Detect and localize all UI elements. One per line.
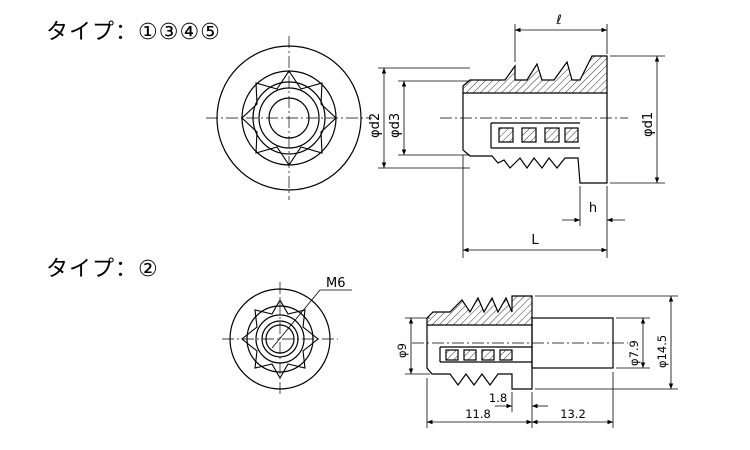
dim-13-2-label: 13.2 [560,407,586,421]
dim-11-8-label: 11.8 [465,407,491,421]
dim-phi14-5-label: φ14.5 [655,335,669,368]
dim-d2-label: φd2 [368,113,383,138]
type-b-front-view [222,282,352,397]
dim-phi7-9-label: φ7.9 [627,340,641,366]
type-b-title: タイプ：② [46,257,159,282]
thread-m6-label: M6 [326,276,346,291]
dim-1-8-label: 1.8 [489,391,507,405]
type-a-dimensions [378,24,665,258]
dim-h-label: h [589,201,597,216]
dim-phi9-label: φ9 [395,343,409,358]
type-b-dimensions [405,295,678,428]
dim-l-label: ℓ [555,13,561,28]
dim-d3-label: φd3 [388,113,403,138]
type-b-side-view [412,295,628,390]
type-a-title: タイプ：①③④⑤ [46,20,221,45]
type-a-side-view [440,55,628,184]
type-a-front-view [206,36,372,200]
dim-d1-label: φd1 [641,112,656,137]
dim-L-label: L [531,233,539,248]
